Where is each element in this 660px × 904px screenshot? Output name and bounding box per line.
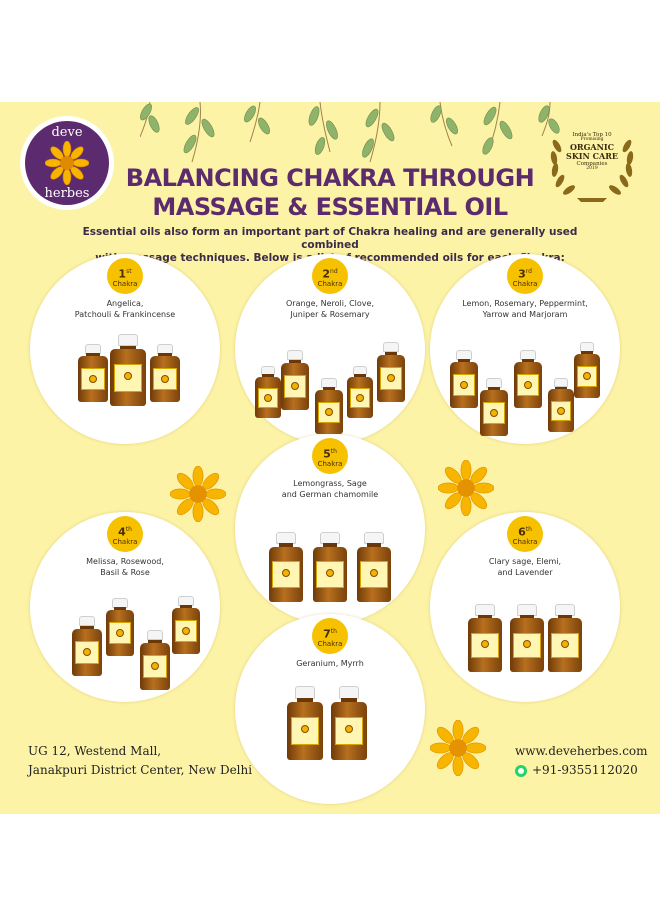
chakra-oils: Melissa, Rosewood,Basil & Rose bbox=[86, 557, 164, 577]
chakra-card-1: 1st Chakra Angelica,Patchouli & Frankinc… bbox=[30, 254, 220, 444]
essential-oil-bottle-icon bbox=[287, 686, 323, 760]
chakra-card-7: 7th Chakra Geranium, Myrrh bbox=[235, 614, 425, 804]
essential-oil-bottle-icon bbox=[468, 604, 502, 672]
eucalyptus-leaves-icon bbox=[140, 102, 560, 163]
logo-top-text: deve bbox=[51, 125, 83, 140]
award-line-1: India's Top 10 bbox=[572, 132, 612, 138]
essential-oil-bottle-icon bbox=[574, 342, 600, 398]
logo-bottom-text: herbes bbox=[44, 186, 90, 201]
oil-bottles bbox=[235, 434, 425, 624]
phone-row: +91-9355112020 bbox=[515, 761, 648, 780]
essential-oil-bottle-icon bbox=[480, 378, 508, 436]
title-line-1: BALANCING CHAKRA THROUGH bbox=[125, 164, 535, 192]
essential-oil-bottle-icon bbox=[450, 350, 478, 408]
oil-bottles bbox=[30, 512, 220, 702]
award-line-4: SKIN CARE bbox=[566, 150, 618, 161]
essential-oil-bottle-icon bbox=[172, 596, 200, 654]
essential-oil-bottle-icon bbox=[331, 686, 367, 760]
chakra-badge: 2nd Chakra bbox=[312, 258, 348, 294]
essential-oil-bottle-icon bbox=[150, 344, 180, 402]
poster: deve herbes bbox=[0, 102, 660, 814]
page-title: BALANCING CHAKRA THROUGH MASSAGE & ESSEN… bbox=[120, 164, 540, 222]
store-address: UG 12, Westend Mall, Janakpuri District … bbox=[28, 742, 252, 780]
oil-bottles bbox=[430, 254, 620, 444]
essential-oil-bottle-icon bbox=[377, 342, 405, 402]
essential-oil-bottle-icon bbox=[357, 532, 391, 602]
oil-bottles bbox=[30, 254, 220, 444]
calendula-flower-icon bbox=[170, 466, 226, 522]
essential-oil-bottle-icon bbox=[548, 378, 574, 432]
brand-logo: deve herbes bbox=[20, 116, 114, 210]
whatsapp-icon bbox=[515, 764, 527, 777]
intro-line-1: Essential oils also form an important pa… bbox=[82, 226, 578, 251]
chakra-badge: 3rd Chakra bbox=[507, 258, 543, 294]
website-text: www.deveherbes.com bbox=[515, 744, 648, 758]
oil-bottles bbox=[235, 614, 425, 804]
essential-oil-bottle-icon bbox=[548, 604, 582, 672]
chakra-card-2: 2nd Chakra Orange, Neroli, Clove,Juniper… bbox=[235, 254, 425, 444]
chakra-oils: Angelica,Patchouli & Frankincense bbox=[74, 299, 176, 319]
essential-oil-bottle-icon bbox=[140, 630, 170, 690]
chakra-badge: 4th Chakra bbox=[107, 516, 143, 552]
chakra-card-4: 4th Chakra Melissa, Rosewood,Basil & Ros… bbox=[30, 512, 220, 702]
award-line-5: Companies bbox=[576, 160, 608, 167]
chakra-oils: Orange, Neroli, Clove,Juniper & Rosemary bbox=[286, 299, 374, 319]
essential-oil-bottle-icon bbox=[510, 604, 544, 672]
essential-oil-bottle-icon bbox=[110, 334, 146, 406]
chakra-badge: 1st Chakra bbox=[107, 258, 143, 294]
award-line-3: ORGANIC bbox=[569, 141, 615, 152]
address-line-2: Janakpuri District Center, New Delhi bbox=[28, 763, 253, 777]
award-line-2: Promising bbox=[580, 137, 604, 143]
essential-oil-bottle-icon bbox=[315, 378, 343, 434]
essential-oil-bottle-icon bbox=[255, 366, 281, 418]
chakra-card-6: 6th Chakra Clary sage, Elemi,and Lavende… bbox=[430, 512, 620, 702]
award-line-6: 2019 bbox=[586, 165, 598, 171]
chakra-card-3: 3rd Chakra Lemon, Rosemary, Peppermint,Y… bbox=[430, 254, 620, 444]
essential-oil-bottle-icon bbox=[514, 350, 542, 408]
essential-oil-bottle-icon bbox=[78, 344, 108, 402]
chakra-oils: Clary sage, Elemi,and Lavender bbox=[488, 557, 562, 577]
essential-oil-bottle-icon bbox=[106, 598, 134, 656]
chakra-badge: 6th Chakra bbox=[507, 516, 543, 552]
calendula-flower-icon bbox=[438, 460, 494, 516]
oil-bottles bbox=[430, 512, 620, 702]
address-line-1: UG 12, Westend Mall, bbox=[28, 744, 162, 758]
essential-oil-bottle-icon bbox=[347, 366, 373, 418]
contact-info: www.deveherbes.com +91-9355112020 bbox=[515, 742, 648, 780]
chakra-oils: Geranium, Myrrh bbox=[296, 659, 364, 668]
essential-oil-bottle-icon bbox=[269, 532, 303, 602]
calendula-flower-icon bbox=[430, 720, 486, 776]
award-badge: India's Top 10 Promising ORGANIC SKIN CA… bbox=[545, 116, 639, 210]
essential-oil-bottle-icon bbox=[72, 616, 102, 676]
essential-oil-bottle-icon bbox=[281, 350, 309, 410]
chakra-badge: 7th Chakra bbox=[312, 618, 348, 654]
chakra-badge: 5th Chakra bbox=[312, 438, 348, 474]
chakra-oils: Lemon, Rosemary, Peppermint,Yarrow and M… bbox=[462, 299, 588, 319]
essential-oil-bottle-icon bbox=[313, 532, 347, 602]
title-line-2: MASSAGE & ESSENTIAL OIL bbox=[152, 193, 508, 221]
calendula-flower-icon bbox=[45, 141, 89, 185]
oil-bottles bbox=[235, 254, 425, 444]
phone-text: +91-9355112020 bbox=[532, 763, 638, 777]
laurel-wreath-icon bbox=[550, 139, 634, 202]
